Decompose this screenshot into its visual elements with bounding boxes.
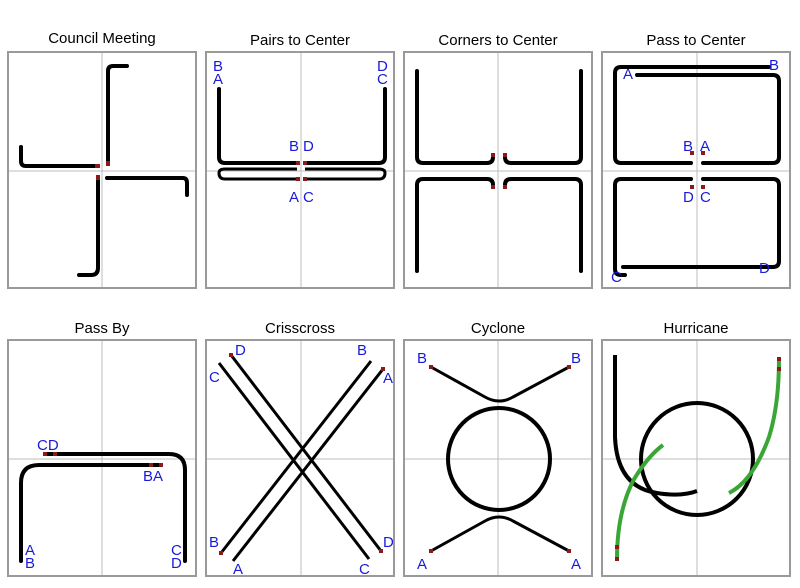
panel-council-meeting bbox=[7, 51, 197, 289]
title-crisscross: Crisscross bbox=[265, 320, 335, 337]
label-b: B bbox=[357, 342, 367, 359]
panel-cyclone: B B A A bbox=[403, 339, 593, 577]
label-a: A bbox=[700, 138, 710, 155]
label-d: D bbox=[171, 555, 182, 572]
panel-pass-to-center: A B B A D C C D bbox=[601, 51, 791, 289]
cyclone-diagram: B B A A bbox=[405, 341, 591, 575]
council-meeting-diagram bbox=[9, 53, 195, 287]
label-d: D bbox=[683, 189, 694, 206]
label-d: D bbox=[303, 138, 314, 155]
title-pass-to-center: Pass to Center bbox=[646, 32, 746, 49]
corners-to-center-diagram bbox=[405, 53, 591, 287]
label-a: A bbox=[623, 66, 633, 83]
label-a: A bbox=[417, 556, 427, 573]
label-a: A bbox=[233, 561, 243, 575]
panel-hurricane bbox=[601, 339, 791, 577]
label-c: C bbox=[171, 542, 182, 559]
label-b: B bbox=[289, 138, 299, 155]
label-a: A bbox=[383, 370, 393, 387]
label-b: B bbox=[769, 57, 779, 74]
panel-crisscross: D C B A B A D C bbox=[205, 339, 395, 577]
label-c: C bbox=[303, 189, 314, 206]
label-c: C bbox=[700, 189, 711, 206]
label-ba: BA bbox=[143, 468, 163, 485]
label-c: C bbox=[359, 561, 370, 575]
label-c: C bbox=[377, 71, 388, 88]
label-d: D bbox=[383, 534, 393, 551]
label-a: A bbox=[213, 71, 223, 88]
pass-to-center-diagram: A B B A D C C D bbox=[603, 53, 789, 287]
label-d: D bbox=[235, 342, 246, 359]
title-pass-by: Pass By bbox=[74, 320, 130, 337]
title-hurricane: Hurricane bbox=[663, 320, 729, 337]
pairs-to-center-diagram: B A D C B D A C bbox=[207, 53, 393, 287]
title-pairs-to-center: Pairs to Center bbox=[249, 32, 351, 49]
label-a: A bbox=[289, 189, 299, 206]
label-b: B bbox=[571, 350, 581, 367]
label-b: B bbox=[683, 138, 693, 155]
label-cd: CD bbox=[37, 437, 59, 454]
panel-pairs-to-center: B A D C B D A C bbox=[205, 51, 395, 289]
label-b: B bbox=[25, 555, 35, 572]
label-d: D bbox=[759, 260, 770, 277]
pass-by-diagram: CD BA A B C D bbox=[9, 341, 195, 575]
label-c: C bbox=[611, 269, 622, 286]
title-council-meeting: Council Meeting bbox=[48, 30, 156, 47]
crisscross-diagram: D C B A B A D C bbox=[207, 341, 393, 575]
panel-corners-to-center bbox=[403, 51, 593, 289]
label-a: A bbox=[25, 542, 35, 559]
label-a: A bbox=[571, 556, 581, 573]
label-c: C bbox=[209, 369, 220, 386]
title-corners-to-center: Corners to Center bbox=[438, 32, 558, 49]
title-cyclone: Cyclone bbox=[470, 320, 526, 337]
label-d: D bbox=[377, 58, 388, 75]
panel-pass-by: CD BA A B C D bbox=[7, 339, 197, 577]
hurricane-diagram bbox=[603, 341, 789, 575]
label-b: B bbox=[213, 58, 223, 75]
label-b: B bbox=[209, 534, 219, 551]
label-b: B bbox=[417, 350, 427, 367]
